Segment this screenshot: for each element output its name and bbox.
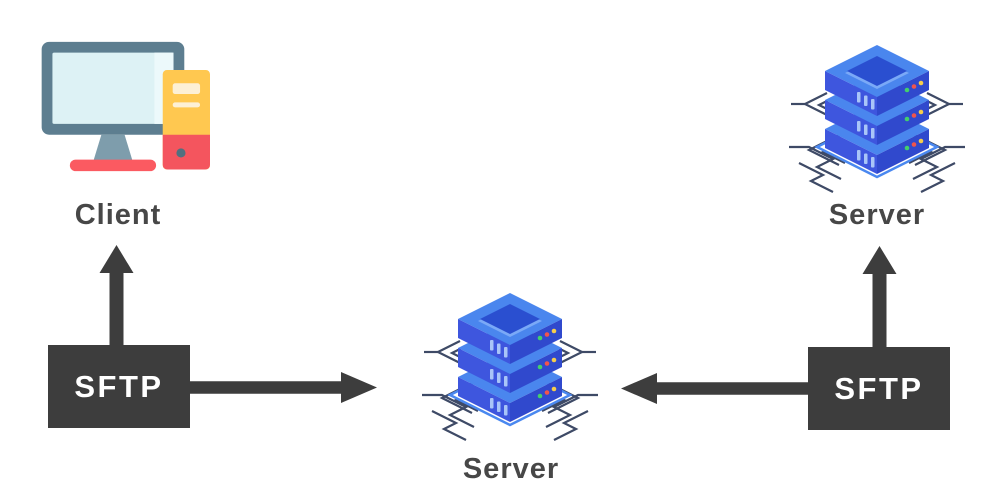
server-right-label: Server bbox=[828, 199, 926, 231]
arrow-right-to-middle-server bbox=[189, 372, 377, 403]
server-middle-label: Server bbox=[462, 453, 560, 485]
arrow-up-to-right-server bbox=[862, 246, 897, 348]
sftp-left-label: SFTP bbox=[74, 368, 164, 404]
sftp-right-label: SFTP bbox=[834, 370, 924, 406]
arrow-left-to-middle-server bbox=[621, 373, 809, 404]
client-label: Client bbox=[74, 199, 162, 231]
sftp-box-right: SFTP bbox=[808, 347, 950, 430]
arrow-up-to-client bbox=[99, 245, 134, 347]
sftp-box-left: SFTP bbox=[48, 345, 190, 428]
